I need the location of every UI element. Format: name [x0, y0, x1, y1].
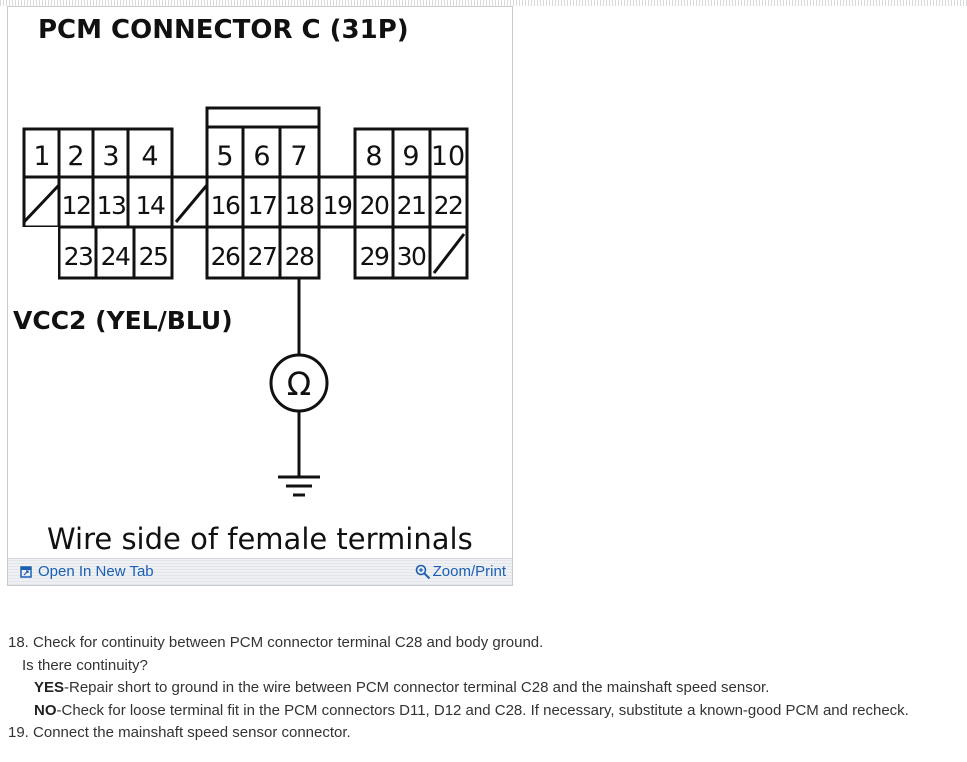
- terminal-label: 2: [67, 141, 84, 172]
- terminal-label: 4: [141, 141, 158, 172]
- open-in-new-tab-link[interactable]: Open In New Tab: [20, 563, 154, 580]
- terminal-label: 7: [290, 141, 307, 172]
- terminal-label: 12: [62, 191, 91, 220]
- no-label: NO: [34, 701, 57, 719]
- terminal-label: 23: [64, 242, 93, 271]
- yes-text: -Repair short to ground in the wire betw…: [64, 679, 770, 697]
- figure-toolbar: Open In New Tab Zoom/Print: [8, 558, 512, 585]
- top-separator: [0, 0, 967, 6]
- open-in-new-tab-label: Open In New Tab: [38, 563, 154, 580]
- connector-figure: PCM CONNECTOR C (31P): [7, 6, 513, 586]
- open-new-tab-icon: [20, 566, 32, 578]
- terminal-label: 10: [431, 141, 465, 172]
- connector-diagram: PCM CONNECTOR C (31P): [13, 15, 473, 556]
- terminal-label: 1: [33, 141, 50, 172]
- ohmmeter-circuit: [269, 278, 329, 497]
- step-19: 19. Connect the mainshaft speed sensor c…: [8, 724, 351, 742]
- terminal-label: 28: [285, 242, 314, 271]
- terminal-label: 21: [397, 191, 426, 220]
- terminal-label: 19: [323, 191, 352, 220]
- no-text: -Check for loose terminal fit in the PCM…: [56, 701, 909, 719]
- figure-title: PCM CONNECTOR C (31P): [38, 15, 409, 45]
- terminal-label: 13: [97, 191, 126, 220]
- terminal-label: 27: [248, 242, 277, 271]
- terminal-label: 16: [211, 191, 240, 220]
- connector-right-block: [317, 127, 469, 280]
- zoom-print-link[interactable]: Zoom/Print: [415, 563, 506, 580]
- procedure-steps: 18. Check for continuity between PCM con…: [8, 632, 963, 745]
- terminal-label: 30: [397, 242, 426, 271]
- terminal-label: 29: [360, 242, 389, 271]
- terminal-label: 20: [360, 191, 389, 220]
- yes-branch: YES-Repair short to ground in the wire b…: [8, 677, 963, 700]
- no-branch: NO-Check for loose terminal fit in the P…: [8, 700, 963, 723]
- step-question: Is there continuity?: [22, 656, 148, 674]
- terminal-label: 8: [365, 141, 382, 172]
- terminal-label: 25: [139, 242, 168, 271]
- terminal-label: 24: [101, 242, 130, 271]
- magnifier-icon: [415, 564, 430, 579]
- terminal-label: 5: [216, 141, 233, 172]
- terminal-label: 17: [248, 191, 277, 220]
- ohm-symbol: Ω: [287, 365, 311, 403]
- terminal-label: 26: [211, 242, 240, 271]
- yes-label: YES: [34, 679, 65, 697]
- figure-caption: Wire side of female terminals: [47, 522, 473, 556]
- terminal-label: 6: [253, 141, 270, 172]
- terminal-label: 14: [136, 191, 165, 220]
- zoom-print-label: Zoom/Print: [432, 563, 506, 580]
- wire-label: VCC2 (YEL/BLU): [13, 306, 233, 335]
- terminal-label: 18: [285, 191, 314, 220]
- terminal-label: 9: [402, 141, 419, 172]
- step-18: 18. Check for continuity between PCM con…: [8, 634, 544, 651]
- terminal-label: 22: [434, 191, 463, 220]
- terminal-label: 3: [102, 141, 119, 172]
- connector-center-block: [170, 106, 321, 280]
